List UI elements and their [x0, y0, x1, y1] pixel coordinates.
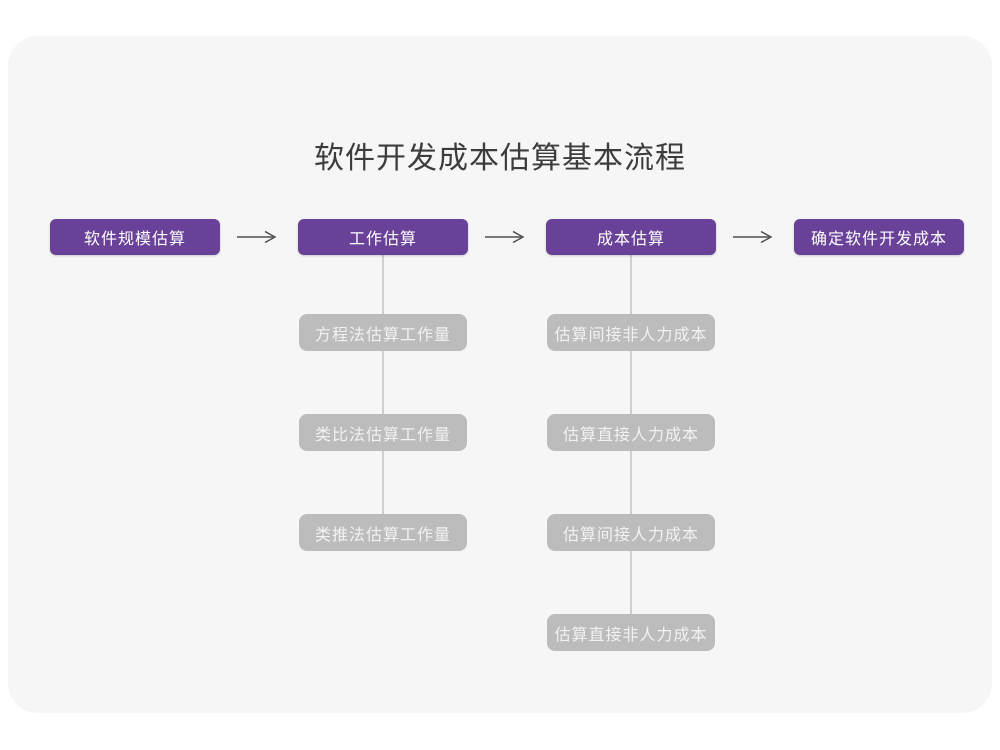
substep-indirect-labor-cost: 估算间接人力成本 [547, 514, 715, 551]
step-software-size-estimation: 软件规模估算 [50, 219, 220, 255]
substep-direct-nonlabor-cost: 估算直接非人力成本 [547, 614, 715, 651]
diagram-title: 软件开发成本估算基本流程 [314, 142, 686, 175]
arrow-right-icon [484, 230, 530, 244]
substep-direct-labor-cost: 估算直接人力成本 [547, 414, 715, 451]
substep-equation-method: 方程法估算工作量 [299, 314, 467, 351]
arrow-right-icon [236, 230, 282, 244]
connector-line-work-estimation [382, 255, 384, 533]
arrow-right-icon [732, 230, 778, 244]
step-cost-estimation: 成本估算 [546, 219, 716, 255]
flowchart-card: 软件开发成本估算基本流程 软件规模估算 工作估算 成本估算 [8, 36, 992, 713]
substep-indirect-nonlabor-cost: 估算间接非人力成本 [547, 314, 715, 351]
step-work-estimation: 工作估算 [298, 219, 468, 255]
substep-extrapolation-method: 类推法估算工作量 [299, 514, 467, 551]
step-determine-development-cost: 确定软件开发成本 [794, 219, 964, 255]
substep-analogy-method: 类比法估算工作量 [299, 414, 467, 451]
